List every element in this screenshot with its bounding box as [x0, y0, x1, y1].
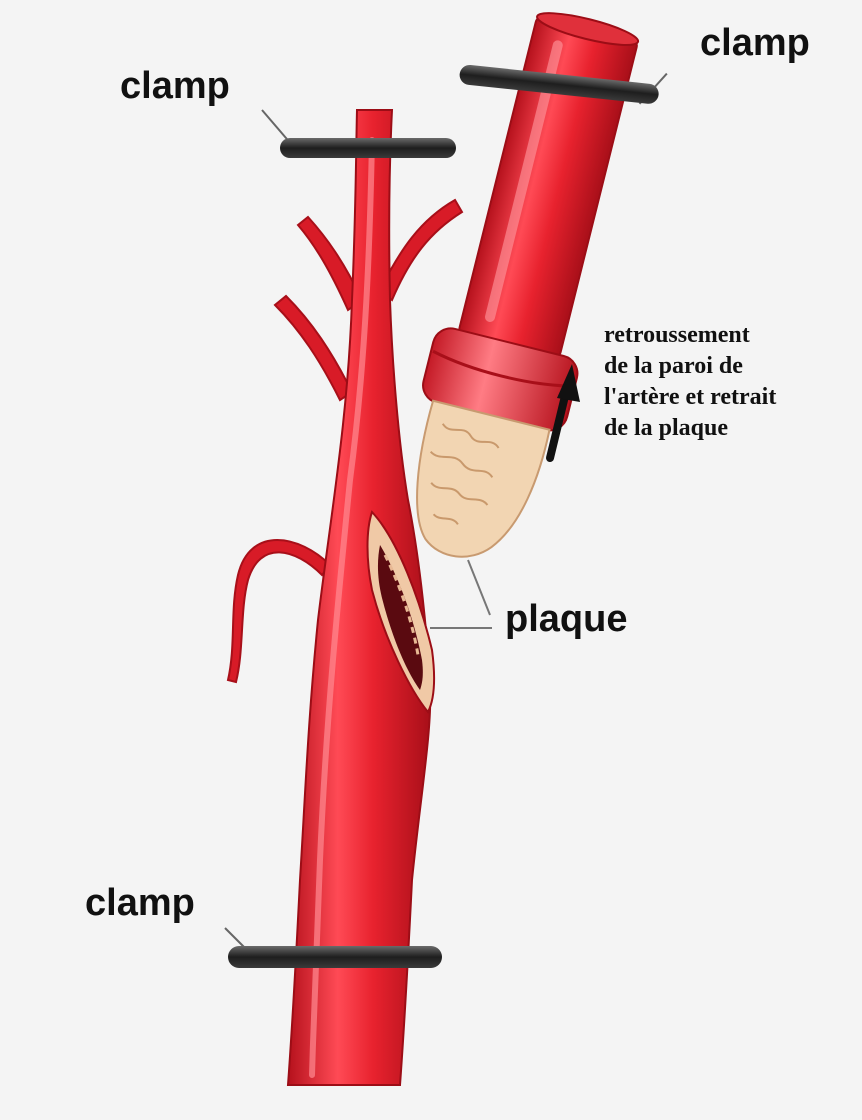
plaque-leaders — [430, 560, 492, 628]
clamp-top-left-bar — [280, 138, 456, 158]
branch-right-upper — [380, 200, 462, 300]
label-clamp-bottom: clamp — [85, 882, 195, 925]
annotation-line-4: de la plaque — [604, 413, 776, 444]
label-clamp-top-right: clamp — [700, 22, 810, 65]
annotation-line-3: l'artère et retrait — [604, 382, 776, 413]
plaque-leader-upper — [468, 560, 490, 615]
annotation-text: retroussement de la paroi de l'artère et… — [604, 320, 776, 444]
branch-left-lower — [275, 296, 352, 400]
clamp-bottom-bar — [228, 946, 442, 968]
annotation-line-1: retroussement — [604, 320, 776, 351]
label-clamp-top-left: clamp — [120, 65, 230, 108]
plaque-core — [397, 401, 549, 572]
label-plaque: plaque — [505, 598, 627, 641]
annotation-line-2: de la paroi de — [604, 351, 776, 382]
